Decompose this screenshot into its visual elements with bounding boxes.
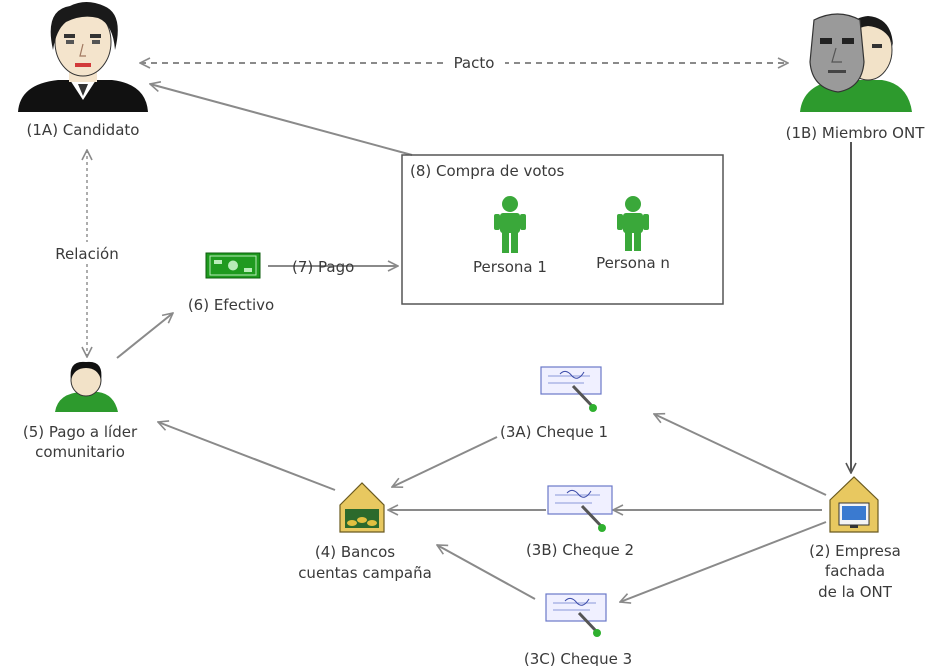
- person-icon: [494, 196, 526, 253]
- leader-to-cash-arrow: [116, 313, 173, 359]
- person-icon: [617, 196, 649, 251]
- cash-icon: [205, 252, 261, 279]
- banks-label-line2: cuentas campaña: [298, 564, 432, 582]
- cash-label: (6) Efectivo: [188, 296, 274, 314]
- bank-to-leader-arrow: [158, 422, 336, 491]
- payment-label: (7) Pago: [292, 258, 354, 276]
- candidate-portrait-icon: [18, 2, 148, 112]
- check1-to-bank-arrow: [392, 436, 498, 487]
- leader-label-line1: (5) Pago a líder: [23, 423, 138, 441]
- vote-buying-label: (8) Compra de votos: [410, 162, 565, 180]
- front-company-label-line2: fachada: [825, 562, 885, 580]
- relation-label: Relación: [55, 245, 118, 263]
- vote-buying-to-candidate-arrow: [150, 84, 413, 156]
- banks-label-line1: (4) Bancos: [315, 543, 395, 561]
- person-n-label: Persona n: [596, 254, 670, 272]
- check-3-label: (3C) Cheque 3: [524, 650, 632, 666]
- masked-member-icon: [800, 13, 912, 112]
- check-icon: [547, 485, 613, 532]
- leader-label-line2: comunitario: [35, 443, 125, 461]
- check-icon: [545, 593, 607, 637]
- vote-buying-box: [401, 154, 724, 305]
- check3-to-bank-arrow: [437, 544, 536, 600]
- bank-house-icon: [339, 482, 385, 533]
- candidate-label: (1A) Candidato: [27, 121, 140, 139]
- check-1-label: (3A) Cheque 1: [500, 423, 608, 441]
- person-1-label: Persona 1: [473, 258, 547, 276]
- company-house-icon: [829, 476, 879, 533]
- leader-icon: [55, 361, 118, 412]
- check-icon: [540, 366, 602, 412]
- arrows: [87, 63, 851, 602]
- front-company-label-line3: de la ONT: [818, 583, 893, 601]
- company-to-check3-arrow: [620, 521, 827, 602]
- ont-member-label: (1B) Miembro ONT: [786, 124, 926, 142]
- check-2-label: (3B) Cheque 2: [526, 541, 634, 559]
- pact-label: Pacto: [454, 54, 495, 72]
- front-company-label-line1: (2) Empresa: [809, 542, 901, 560]
- company-to-check1-arrow: [654, 414, 827, 496]
